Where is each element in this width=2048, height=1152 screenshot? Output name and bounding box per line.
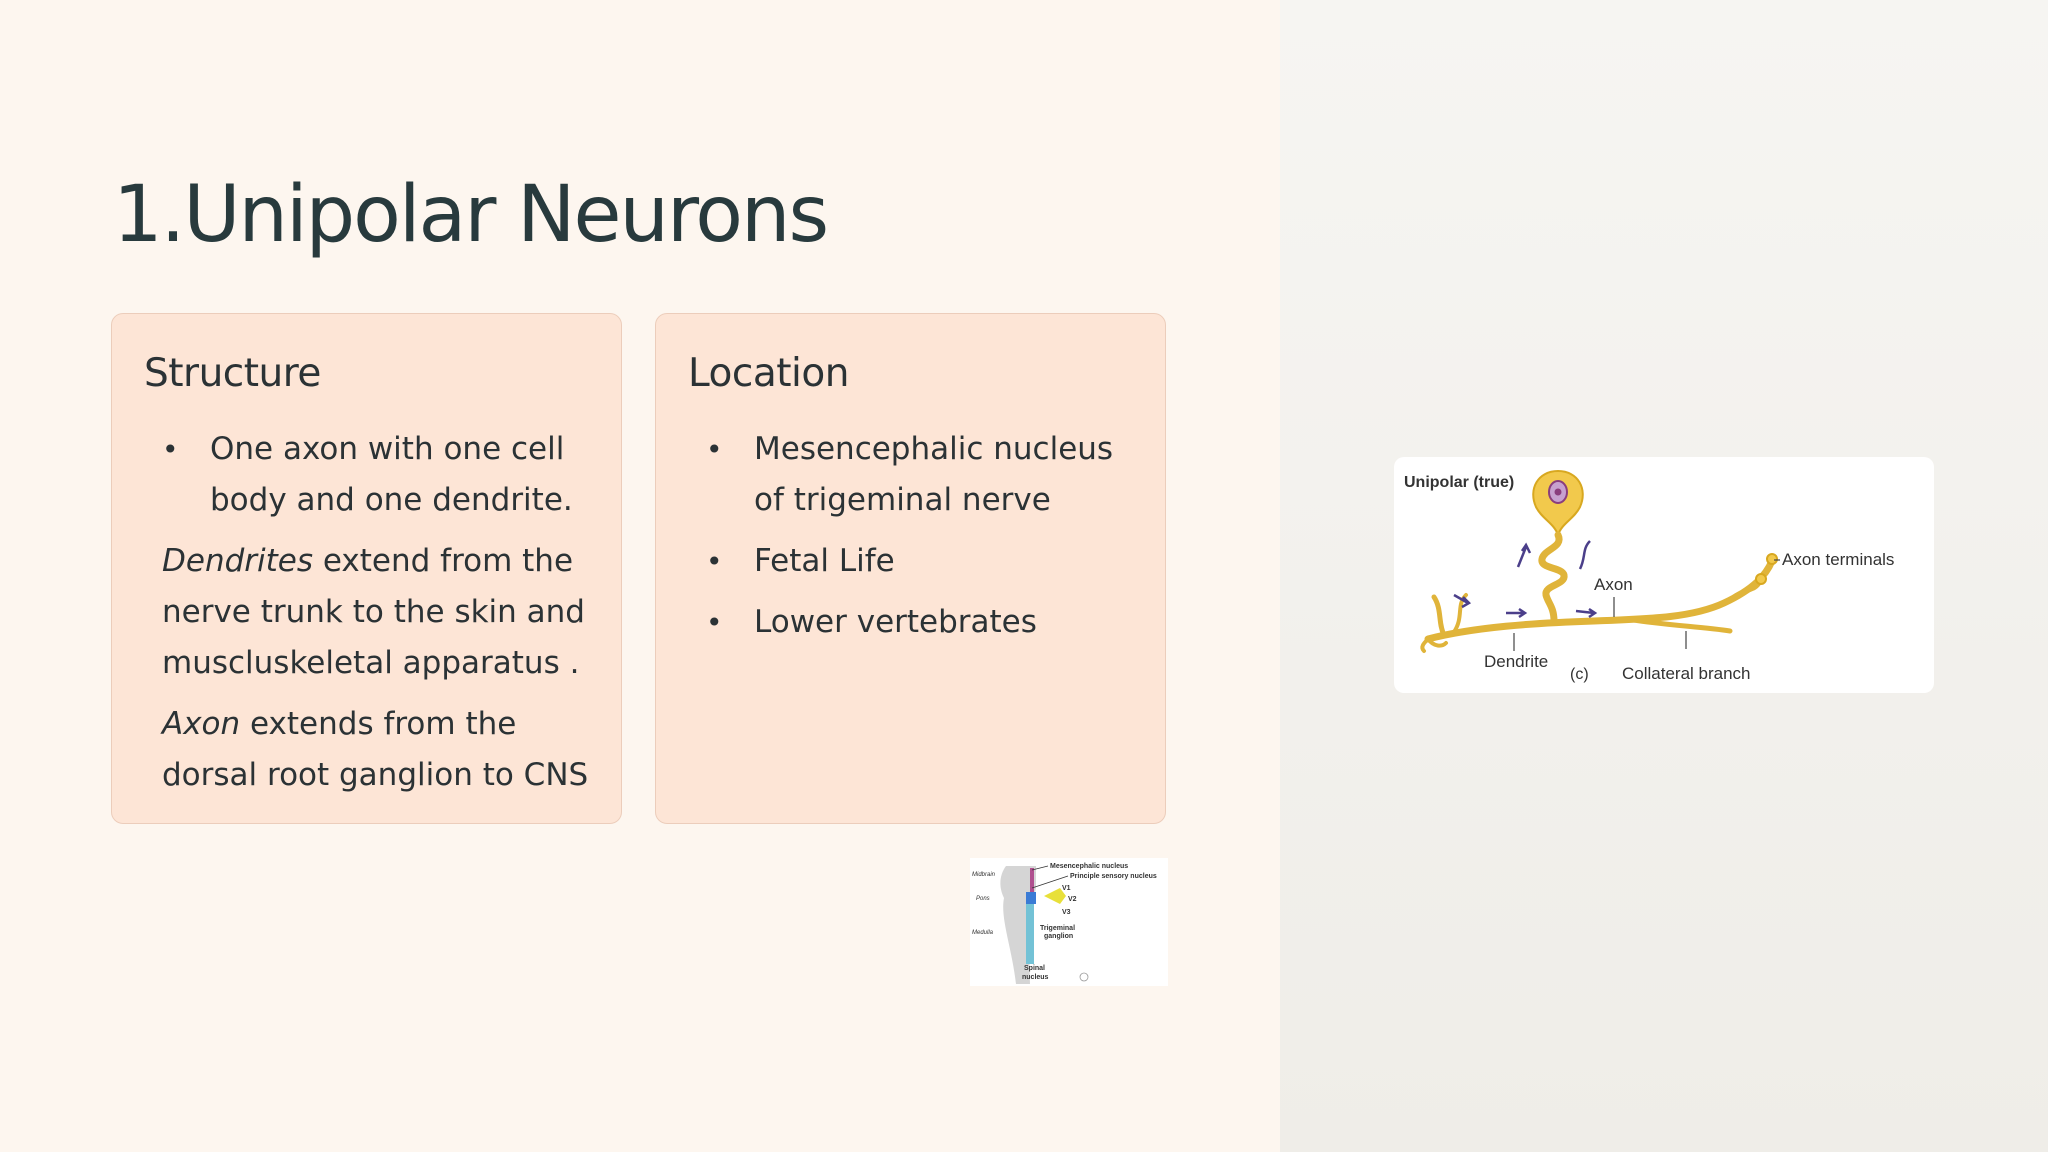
- pons-label: Pons: [976, 896, 990, 902]
- axon-terminal: [1731, 578, 1763, 600]
- nucleolus: [1554, 488, 1562, 496]
- axon-label: Axon: [1594, 575, 1633, 594]
- spinal-label-2: nucleus: [1022, 974, 1049, 981]
- list-item: • Lower vertebrates: [706, 597, 1145, 648]
- ganglion-label-2: ganglion: [1044, 933, 1073, 940]
- midbrain-label: Midbrain: [972, 872, 996, 878]
- axon-paragraph: Axon extends from the dorsal root gangli…: [162, 699, 601, 801]
- panel-label: (c): [1570, 666, 1589, 683]
- location-card: Location • Mesencephalic nucleus of trig…: [655, 313, 1166, 824]
- structure-heading: Structure: [144, 351, 321, 396]
- v1-label: V1: [1062, 885, 1071, 892]
- unipolar-neuron-figure: Unipolar (true) Axon Axon terminals De: [1394, 457, 1934, 693]
- spinal-nucleus: [1026, 904, 1034, 964]
- bullet-icon: •: [162, 433, 179, 466]
- figure-title: Unipolar (true): [1404, 474, 1514, 491]
- bullet-text: Mesencephalic nucleus of trigeminal nerv…: [754, 431, 1114, 518]
- list-item: • Fetal Life: [706, 536, 1145, 587]
- spinal-label-1: Spinal: [1024, 965, 1045, 972]
- trigeminal-nuclei-figure: Mesencephalic nucleus Principle sensory …: [970, 858, 1168, 986]
- neuron-diagram: Unipolar (true) Axon Axon terminals De: [1404, 469, 1894, 683]
- structure-card: Structure • One axon with one cell body …: [111, 313, 622, 824]
- v2-label: V2: [1068, 896, 1077, 903]
- mesencephalic-nucleus: [1030, 868, 1034, 894]
- arrow-icon: [1516, 542, 1532, 568]
- v3-label: V3: [1062, 909, 1071, 916]
- location-heading: Location: [688, 351, 849, 396]
- stem-process: [1538, 531, 1568, 625]
- emphasis-term: Axon: [162, 706, 241, 742]
- arrow-icon: [1453, 593, 1472, 609]
- arrow-icon: [1578, 540, 1591, 570]
- trigeminal-diagram: Mesencephalic nucleus Principle sensory …: [972, 863, 1157, 984]
- terminal-bulb: [1766, 553, 1778, 565]
- axon-terminals-label: Axon terminals: [1782, 550, 1894, 569]
- dendrite-branch: [1431, 594, 1447, 638]
- emphasis-term: Dendrites: [162, 543, 314, 579]
- leader-line: [1031, 865, 1049, 871]
- arrow-icon: [1506, 607, 1528, 619]
- bullet-icon: •: [706, 433, 723, 466]
- collateral-label: Collateral branch: [1622, 664, 1751, 683]
- ganglion-label-1: Trigeminal: [1040, 925, 1075, 932]
- bullet-text: Lower vertebrates: [754, 604, 1037, 640]
- bullet-icon: •: [706, 545, 723, 578]
- paragraph-text: extend from the nerve trunk to the skin …: [162, 543, 585, 681]
- dendrites-paragraph: Dendrites extend from the nerve trunk to…: [162, 536, 601, 689]
- terminal-bulb: [1755, 573, 1767, 585]
- mesencephalic-label: Mesencephalic nucleus: [1050, 863, 1128, 870]
- leader-line: [1031, 875, 1069, 889]
- medulla-label: Medulla: [972, 930, 994, 936]
- structure-body: • One axon with one cell body and one de…: [162, 424, 601, 801]
- slide-title: 1.Unipolar Neurons: [113, 170, 829, 260]
- location-body: • Mesencephalic nucleus of trigeminal ne…: [706, 424, 1145, 658]
- arrow-icon: [1575, 607, 1598, 619]
- dendrite-label: Dendrite: [1484, 652, 1548, 671]
- paragraph-text: extends from the dorsal root ganglion to…: [162, 706, 589, 793]
- principle-nucleus: [1026, 892, 1036, 904]
- dendrite-branch: [1420, 637, 1448, 653]
- copyright-icon: [1079, 972, 1089, 982]
- bullet-icon: •: [706, 606, 723, 639]
- list-item: • Mesencephalic nucleus of trigeminal ne…: [706, 424, 1145, 526]
- bullet-text: Fetal Life: [754, 543, 895, 579]
- ganglion-shape: [1044, 888, 1066, 904]
- list-item: • One axon with one cell body and one de…: [162, 424, 601, 526]
- principle-label: Principle sensory nucleus: [1070, 873, 1157, 880]
- bullet-text: One axon with one cell body and one dend…: [210, 431, 573, 518]
- collateral-branch: [1631, 617, 1733, 634]
